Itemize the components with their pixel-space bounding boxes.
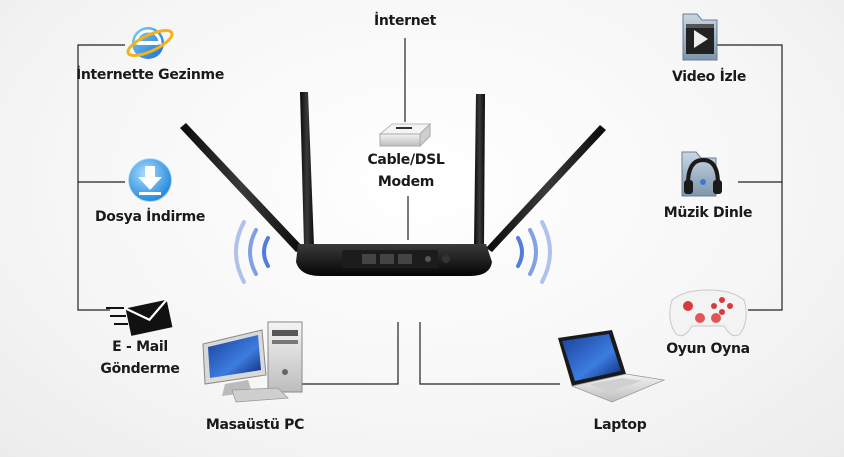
laptop-icon — [558, 330, 666, 403]
video-folder-icon — [682, 13, 718, 61]
label-music: Müzik Dinle — [663, 205, 753, 221]
label-internet: İnternet — [373, 13, 437, 29]
internet-explorer-icon — [126, 27, 174, 59]
label-browsing: İnternette Gezinme — [75, 67, 225, 83]
connector-lines — [77, 38, 783, 385]
wireless-router-icon — [180, 92, 606, 276]
wifi-waves-left — [234, 220, 270, 284]
modem-icon — [378, 122, 432, 148]
label-desktop: Masaüstü PC — [205, 417, 305, 433]
wifi-waves-right — [516, 220, 552, 284]
label-download: Dosya İndirme — [94, 209, 206, 225]
label-video: Video İzle — [671, 69, 747, 85]
email-envelope-icon — [106, 299, 173, 336]
gamepad-icon — [669, 289, 747, 337]
music-headphones-icon — [681, 151, 722, 197]
label-laptop: Laptop — [593, 417, 647, 433]
download-icon — [127, 157, 173, 203]
label-game: Oyun Oyna — [666, 341, 750, 357]
desktop-pc-icon — [202, 321, 303, 403]
